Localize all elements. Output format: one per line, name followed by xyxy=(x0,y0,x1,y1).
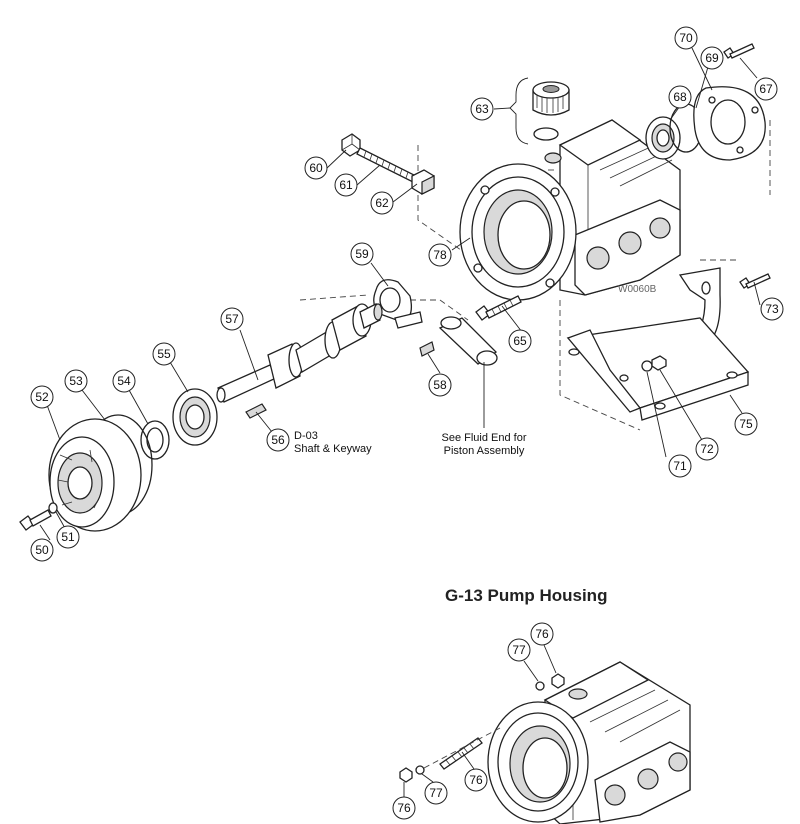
callout-66: 71 xyxy=(668,454,692,478)
svg-text:53: 53 xyxy=(69,374,83,388)
svg-text:77: 77 xyxy=(512,643,526,657)
svg-text:54: 54 xyxy=(117,374,131,388)
note-fluid-end-2: Piston Assembly xyxy=(444,445,525,457)
bolt-65 xyxy=(475,295,522,321)
svg-text:76: 76 xyxy=(397,801,411,815)
note-fluid-end-1: See Fluid End for xyxy=(442,432,527,444)
svg-text:59: 59 xyxy=(355,247,369,261)
callout-63: 63 xyxy=(470,97,494,121)
section-title: G-13 Pump Housing xyxy=(445,586,607,605)
svg-text:55: 55 xyxy=(157,347,171,361)
svg-text:72: 72 xyxy=(700,442,714,456)
bearing-55 xyxy=(172,388,218,446)
svg-text:63: 63 xyxy=(475,102,489,116)
svg-text:57: 57 xyxy=(225,312,239,326)
callout-54: 54 xyxy=(112,369,136,393)
cover-bolt xyxy=(19,502,58,531)
bracket-63 xyxy=(509,77,529,145)
callout-77-top: 76 xyxy=(530,622,554,646)
svg-text:60: 60 xyxy=(309,161,323,175)
callout-51: 51 xyxy=(56,525,80,549)
svg-text:75: 75 xyxy=(739,417,753,431)
mounting-bracket xyxy=(566,267,750,421)
callout-56: 56 xyxy=(266,428,290,452)
callout-58: 58 xyxy=(428,373,452,397)
callout-60: 60 xyxy=(304,156,328,180)
svg-text:77: 77 xyxy=(429,786,443,800)
svg-text:76: 76 xyxy=(535,627,549,641)
bearing-cover-52 xyxy=(48,418,142,532)
svg-text:58: 58 xyxy=(433,378,447,392)
callout-55: 55 xyxy=(152,342,176,366)
callout-59: 59 xyxy=(350,242,374,266)
svg-text:52: 52 xyxy=(35,390,49,404)
svg-text:50: 50 xyxy=(35,543,49,557)
g13-pump-housing xyxy=(487,661,691,824)
lower-alignment xyxy=(423,727,501,769)
svg-text:76: 76 xyxy=(469,773,483,787)
piston-rod xyxy=(438,316,498,366)
callout-72: 75 xyxy=(734,412,758,436)
callout-67: 72 xyxy=(695,437,719,461)
svg-text:70: 70 xyxy=(679,31,693,45)
stud-bolt-assembly xyxy=(341,133,435,195)
crankshaft xyxy=(216,303,383,403)
svg-text:68: 68 xyxy=(673,90,687,104)
svg-text:65: 65 xyxy=(513,334,527,348)
callout-75: 76 xyxy=(464,768,488,792)
drawing-code: W0060B xyxy=(618,284,657,295)
callout-77-bottom: 76 xyxy=(392,796,416,820)
callout-76-bottom: 77 xyxy=(424,781,448,805)
callout-73: 73 xyxy=(760,297,784,321)
svg-text:56: 56 xyxy=(271,433,285,447)
lower-washers-nuts xyxy=(399,673,565,783)
callout-61: 61 xyxy=(334,173,358,197)
callout-53: 53 xyxy=(64,369,88,393)
svg-text:73: 73 xyxy=(765,302,779,316)
svg-text:51: 51 xyxy=(61,530,75,544)
svg-text:61: 61 xyxy=(339,178,353,192)
callout-69: 67 xyxy=(754,77,778,101)
svg-text:69: 69 xyxy=(705,51,719,65)
callout-57: 57 xyxy=(220,307,244,331)
callout-76-top: 77 xyxy=(507,638,531,662)
callout-71: 70 xyxy=(674,26,698,50)
callout-50: 50 xyxy=(30,538,54,562)
callout-65: 65 xyxy=(508,329,532,353)
connecting-rod-cap xyxy=(373,279,423,329)
oil-seal-54 xyxy=(140,420,170,460)
pump-housing-main xyxy=(459,119,681,301)
oil-fill-cap xyxy=(532,81,570,141)
bolt-73 xyxy=(739,273,771,289)
callout-62: 62 xyxy=(370,191,394,215)
leader-lines-lower xyxy=(403,644,557,797)
callout-68: 68 xyxy=(668,85,692,109)
svg-text:78: 78 xyxy=(433,248,447,262)
rear-bearing-group xyxy=(645,43,766,161)
wrist-pin-58 xyxy=(419,341,435,357)
callout-78: 78 xyxy=(428,243,452,267)
note-shaft-desc: Shaft & Keyway xyxy=(294,443,372,455)
callout-52: 52 xyxy=(30,385,54,409)
svg-text:71: 71 xyxy=(673,459,687,473)
svg-text:62: 62 xyxy=(375,196,389,210)
svg-text:67: 67 xyxy=(759,82,773,96)
alignment-lines xyxy=(299,120,771,431)
note-shaft-code: D-03 xyxy=(294,430,318,442)
shaft-key xyxy=(245,403,267,419)
callout-70: 69 xyxy=(700,46,724,70)
stud-75 xyxy=(439,737,483,770)
